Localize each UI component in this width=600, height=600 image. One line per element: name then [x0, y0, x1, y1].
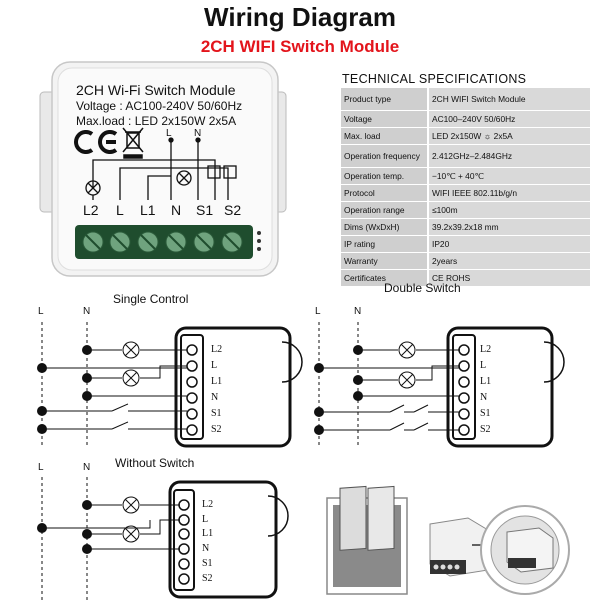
ds-line-n: N [354, 306, 362, 317]
sc-terminal-s2: S2 [211, 424, 222, 435]
sc-line-n: N [83, 306, 91, 317]
spec-value: 2.412GHz–2.484GHz [428, 144, 590, 168]
module-name: 2CH Wi-Fi Switch Module [76, 82, 236, 98]
single-control-diagram [37, 322, 303, 448]
single-control-label: Single Control [113, 292, 189, 306]
spec-key: Protocol [341, 184, 429, 202]
ds-terminal-s2: S2 [480, 424, 491, 435]
spec-value: 2years [428, 252, 590, 270]
module-small-n: N [194, 128, 202, 139]
module-maxload: Max.load : LED 2x150W 2x5A [76, 114, 237, 128]
spec-row: Operation range≤100m [341, 201, 590, 219]
sc-terminal-l1: L1 [211, 376, 223, 387]
double-switch-diagram [314, 322, 565, 448]
ws-terminal-s2: S2 [202, 573, 213, 584]
without-switch-diagram [37, 477, 289, 600]
ws-terminal-n: N [202, 543, 210, 554]
ds-terminal-n: N [480, 392, 488, 403]
ws-line-l: L [38, 462, 44, 473]
spec-key: Product type [341, 88, 429, 111]
spec-value: CE ROHS [428, 269, 590, 287]
sc-terminal-l2: L2 [211, 344, 223, 355]
ce-mark [74, 130, 118, 154]
sc-terminal-n: N [211, 392, 219, 403]
ws-terminal-l1: L1 [202, 528, 214, 539]
spec-value: AC100–240V 50/60Hz [428, 110, 590, 128]
module-small-l: L [166, 128, 172, 139]
module-circuit-diagram [85, 137, 237, 200]
spec-key: IP rating [341, 235, 429, 253]
spec-value: LED 2x150W ☼ 2x5A [428, 127, 590, 145]
terminal-n: N [171, 202, 182, 218]
ws-line-n: N [83, 462, 91, 473]
ws-terminal-l2: L2 [202, 499, 214, 510]
spec-key: Max. load [341, 127, 429, 145]
double-switch-label: Double Switch [384, 281, 461, 295]
spec-key: Warranty [341, 252, 429, 270]
ds-line-l: L [315, 306, 321, 317]
terminal-l2: L2 [83, 202, 99, 218]
ds-terminal-s1: S1 [480, 408, 491, 419]
page-subtitle: 2CH WIFI Switch Module [200, 37, 400, 56]
sc-line-l: L [38, 306, 44, 317]
ws-terminal-s1: S1 [202, 558, 213, 569]
terminal-s2: S2 [224, 202, 242, 218]
spec-key: Voltage [341, 110, 429, 128]
terminal-l: L [116, 202, 124, 218]
ds-terminal-l1: L1 [480, 376, 492, 387]
spec-row: Dims (WxDxH)39.2x39.2x18 mm [341, 218, 590, 236]
ws-terminal-l: L [202, 514, 209, 525]
spec-key: Operation frequency [341, 144, 429, 168]
weee-bin-icon [122, 127, 144, 159]
sc-terminal-l: L [211, 360, 218, 371]
spec-heading: TECHNICAL SPECIFICATIONS [342, 72, 527, 86]
terminal-l1: L1 [140, 202, 156, 218]
spec-key: Operation range [341, 201, 429, 219]
sc-terminal-s1: S1 [211, 408, 222, 419]
spec-value: 39.2x39.2x18 mm [428, 218, 590, 236]
page-title: Wiring Diagram [204, 2, 396, 32]
module-voltage: Voltage : AC100-240V 50/60Hz [76, 99, 243, 113]
ds-terminal-l2: L2 [480, 344, 492, 355]
spec-value: ≤100m [428, 201, 590, 219]
terminal-s1: S1 [196, 202, 214, 218]
ds-terminal-l: L [480, 360, 487, 371]
installation-illustration [326, 485, 570, 595]
spec-value: WIFI IEEE 802.11b/g/n [428, 184, 590, 202]
spec-value: 2CH WIFI Switch Module [428, 88, 590, 111]
without-switch-label: Without Switch [115, 456, 195, 470]
spec-value: IP20 [428, 235, 590, 253]
spec-row: Operation temp.−10℃ + 40℃ [341, 167, 590, 185]
spec-value: −10℃ + 40℃ [428, 167, 590, 185]
module-device [39, 61, 287, 277]
spec-key: Dims (WxDxH) [341, 218, 429, 236]
spec-key: Certificates [341, 269, 429, 287]
spec-key: Operation temp. [341, 167, 429, 185]
